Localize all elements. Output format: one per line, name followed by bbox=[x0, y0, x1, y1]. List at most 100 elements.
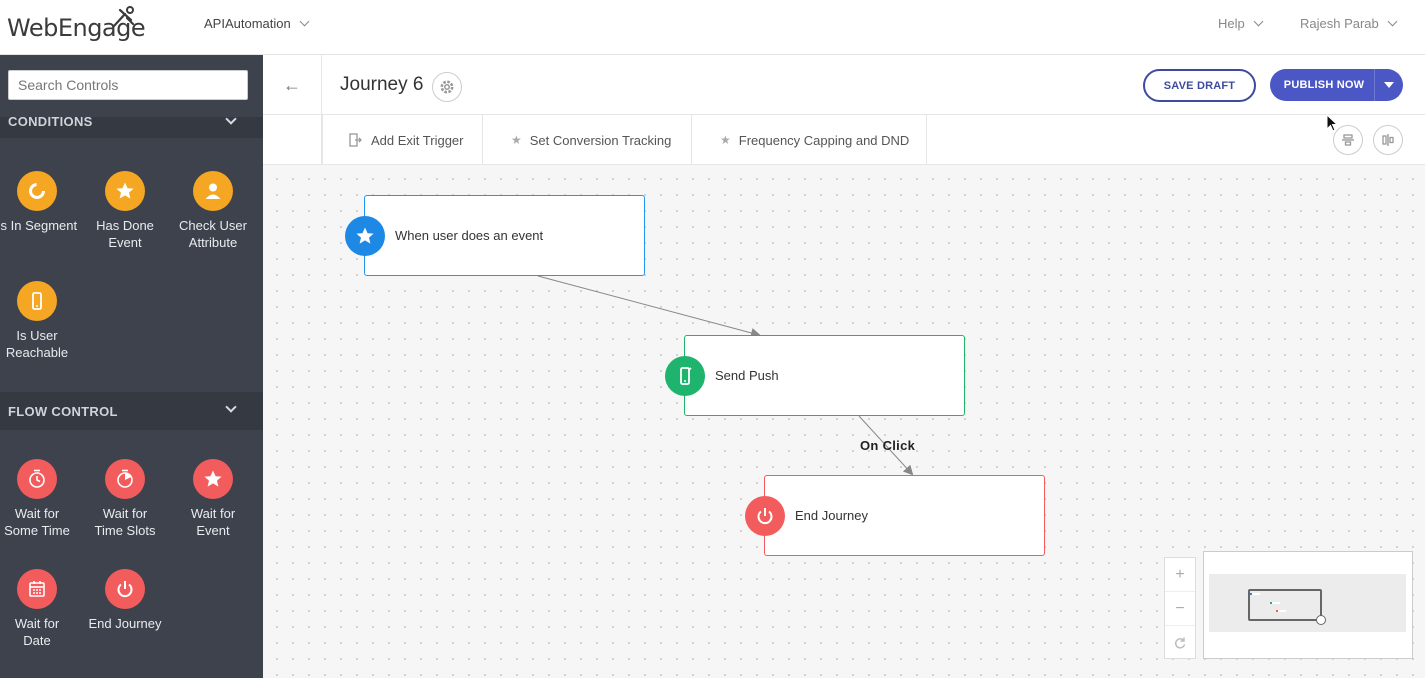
mouse-cursor-icon bbox=[1326, 114, 1338, 132]
back-button[interactable]: ← bbox=[263, 55, 322, 115]
search-wrap bbox=[0, 55, 263, 117]
project-selector[interactable]: APIAutomation bbox=[204, 16, 310, 31]
minimap[interactable] bbox=[1203, 551, 1413, 659]
star-icon bbox=[105, 171, 145, 211]
zoom-out-button[interactable]: − bbox=[1165, 592, 1195, 626]
journey-canvas[interactable]: When user does an event Send Push On Cli… bbox=[263, 165, 1425, 678]
control-label: Check User bbox=[179, 218, 247, 233]
journey-settings-button[interactable] bbox=[432, 72, 462, 102]
control-label: Reachable bbox=[5, 345, 69, 360]
power-icon bbox=[105, 569, 145, 609]
control-label: Date bbox=[23, 633, 51, 648]
node-label: When user does an event bbox=[395, 228, 544, 243]
conditions-title: CONDITIONS bbox=[8, 113, 93, 129]
control-label: Event bbox=[196, 523, 230, 538]
minimap-nodes bbox=[1250, 593, 1286, 612]
node-label: Send Push bbox=[715, 368, 779, 383]
control-wait-for-some-time[interactable]: Wait for Some Time bbox=[0, 459, 81, 539]
chevron-down-icon bbox=[225, 401, 237, 413]
star-icon: ★ bbox=[720, 133, 731, 147]
chevron-down-icon bbox=[1387, 16, 1398, 27]
node-trigger-user-event[interactable]: When user does an event bbox=[345, 195, 645, 276]
toolbar-spacer bbox=[263, 115, 322, 165]
gear-icon bbox=[440, 80, 454, 94]
node-end-journey[interactable]: End Journey bbox=[745, 475, 1045, 556]
project-name: APIAutomation bbox=[204, 16, 291, 31]
node-send-push[interactable]: Send Push bbox=[665, 335, 965, 416]
edge-trigger-to-push bbox=[537, 275, 761, 338]
power-icon bbox=[745, 496, 785, 536]
control-label: Wait for bbox=[14, 616, 60, 631]
align-vertical-button[interactable] bbox=[1333, 125, 1363, 155]
top-navbar: WebEngage APIAutomation Help Rajesh Para… bbox=[0, 0, 1425, 55]
control-wait-for-date[interactable]: Wait for Date bbox=[0, 569, 81, 649]
chevron-down-icon bbox=[299, 16, 310, 27]
node-label: End Journey bbox=[795, 508, 868, 523]
arrow-left-icon: ← bbox=[283, 74, 301, 95]
reset-zoom-button[interactable] bbox=[1165, 626, 1195, 660]
minimap-viewport[interactable] bbox=[1248, 589, 1322, 621]
journey-toolbar: Add Exit Trigger ★ Set Conversion Tracki… bbox=[263, 115, 1425, 165]
chevron-down-icon bbox=[1253, 16, 1264, 27]
control-label: Wait for bbox=[14, 506, 60, 521]
publish-now-label: PUBLISH NOW bbox=[1283, 79, 1365, 91]
control-label: Is In Segment bbox=[0, 218, 78, 233]
save-draft-button[interactable]: SAVE DRAFT bbox=[1143, 69, 1256, 102]
help-menu[interactable]: Help bbox=[1218, 16, 1264, 31]
control-wait-for-time-slots[interactable]: Wait for Time Slots bbox=[81, 459, 169, 539]
control-check-user-attribute[interactable]: Check User Attribute bbox=[169, 171, 257, 251]
add-exit-trigger-label: Add Exit Trigger bbox=[371, 132, 464, 148]
caret-down-icon bbox=[1384, 82, 1394, 88]
user-menu[interactable]: Rajesh Parab bbox=[1300, 16, 1398, 31]
segment-icon bbox=[17, 171, 57, 211]
align-horizontal-button[interactable] bbox=[1373, 125, 1403, 155]
logo-text: WebEngage bbox=[7, 14, 146, 42]
flow-control-title: FLOW CONTROL bbox=[8, 403, 118, 419]
minimap-area bbox=[1209, 574, 1406, 632]
zoom-controls: + − bbox=[1164, 557, 1196, 659]
edge-label-on-click: On Click bbox=[860, 438, 916, 453]
control-is-in-segment[interactable]: Is In Segment bbox=[0, 171, 81, 234]
user-icon bbox=[193, 171, 233, 211]
calendar-icon bbox=[17, 569, 57, 609]
control-label: Event bbox=[108, 235, 142, 250]
flow-control-section-header[interactable]: FLOW CONTROL bbox=[0, 392, 263, 430]
control-label: Wait for bbox=[190, 506, 236, 521]
star-icon bbox=[345, 216, 385, 256]
refresh-icon bbox=[1174, 637, 1186, 649]
webengage-logo[interactable]: WebEngage bbox=[7, 6, 146, 42]
control-end-journey[interactable]: End Journey bbox=[81, 569, 169, 632]
mobile-push-icon bbox=[665, 356, 705, 396]
control-wait-for-event[interactable]: Wait for Event bbox=[169, 459, 257, 539]
search-controls-input[interactable] bbox=[8, 70, 248, 100]
set-conversion-tracking-button[interactable]: ★ Set Conversion Tracking bbox=[483, 115, 692, 165]
time-slot-icon bbox=[105, 459, 145, 499]
control-is-user-reachable[interactable]: Is User Reachable bbox=[0, 281, 81, 361]
timer-icon bbox=[17, 459, 57, 499]
control-label: Attribute bbox=[188, 235, 238, 250]
exit-door-icon bbox=[349, 133, 362, 147]
publish-dropdown-toggle[interactable] bbox=[1374, 69, 1403, 101]
user-name: Rajesh Parab bbox=[1300, 16, 1379, 31]
control-label: Is User bbox=[16, 328, 58, 343]
help-label: Help bbox=[1218, 16, 1245, 31]
mobile-icon bbox=[17, 281, 57, 321]
logo-mark-icon bbox=[112, 6, 135, 28]
control-label: Has Done bbox=[96, 218, 154, 233]
control-label: Time Slots bbox=[94, 523, 156, 538]
frequency-capping-button[interactable]: ★ Frequency Capping and DND bbox=[692, 115, 927, 165]
zoom-in-button[interactable]: + bbox=[1165, 558, 1195, 592]
star-icon bbox=[193, 459, 233, 499]
controls-sidebar: CONDITIONS Is In Segment Has Done Event … bbox=[0, 55, 263, 678]
control-label: Some Time bbox=[4, 523, 70, 538]
set-conversion-tracking-label: Set Conversion Tracking bbox=[529, 132, 672, 148]
add-exit-trigger-button[interactable]: Add Exit Trigger bbox=[322, 115, 483, 165]
publish-now-button[interactable]: PUBLISH NOW bbox=[1270, 69, 1403, 101]
align-center-icon bbox=[1342, 134, 1354, 146]
star-icon: ★ bbox=[511, 133, 522, 147]
minimap-resize-handle[interactable] bbox=[1316, 615, 1326, 625]
control-label: Wait for bbox=[102, 506, 148, 521]
journey-title[interactable]: Journey 6 bbox=[340, 74, 424, 95]
frequency-capping-label: Frequency Capping and DND bbox=[738, 132, 910, 148]
control-has-done-event[interactable]: Has Done Event bbox=[81, 171, 169, 251]
